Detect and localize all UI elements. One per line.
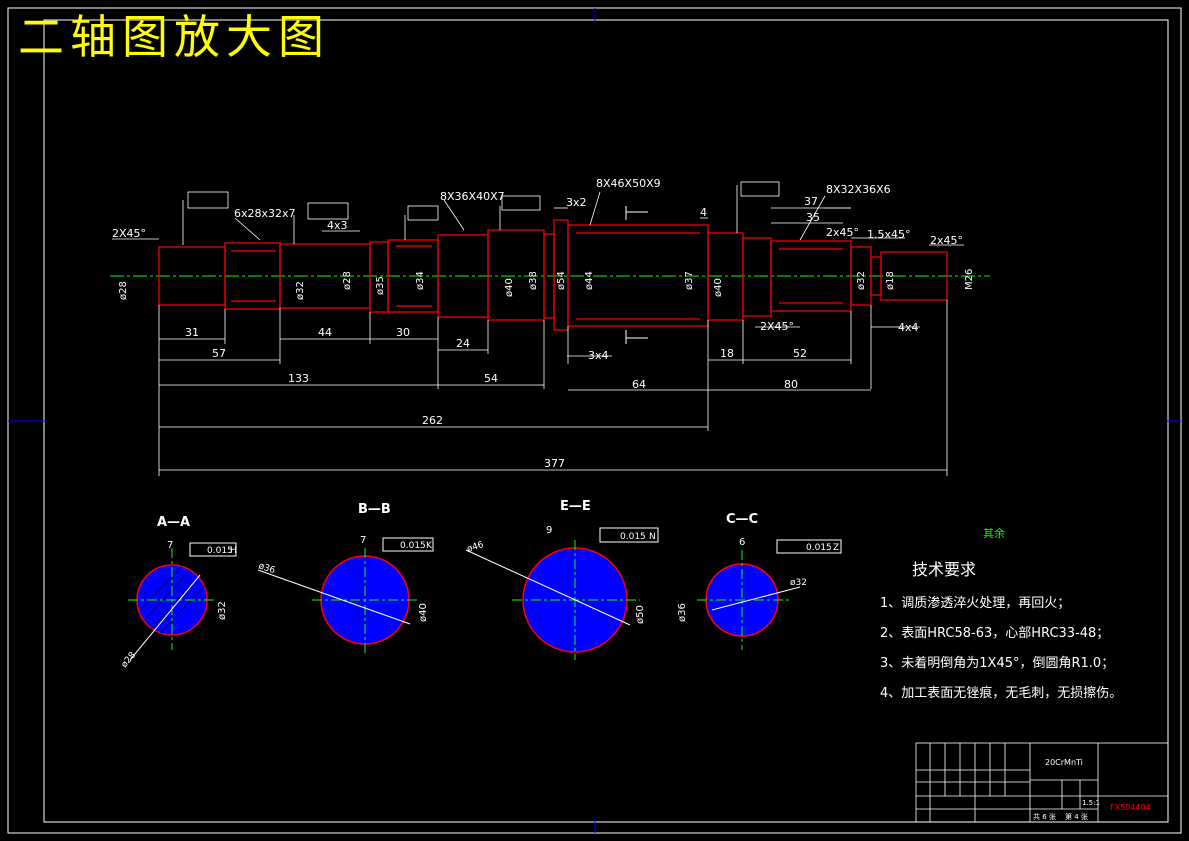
title-block-page: 第 4 张: [1065, 812, 1088, 821]
section-a: A—A 0.015 H 7 ø32 ø28: [120, 515, 237, 670]
section-e-outer: ø50: [635, 605, 646, 624]
label-len-37: 37: [804, 195, 818, 208]
dim-24: 24: [456, 337, 470, 350]
label-under-4x4: 4x4: [898, 321, 919, 334]
label-spline-left: 6x28x32x7: [234, 207, 296, 220]
label-chamfer-left: 2X45°: [112, 227, 146, 240]
shaft-outline: [158, 219, 948, 331]
label-step-4: 4: [700, 206, 707, 219]
dia-3: ø28: [342, 271, 353, 290]
label-groove-4x3: 4x3: [327, 219, 348, 232]
section-b: B—B 0.015 K 7 ø40 ø36: [257, 502, 434, 655]
label-spline-mid: 8X36X40X7: [440, 190, 505, 203]
dia-9: ø44: [584, 271, 595, 290]
section-b-width: 7: [360, 535, 366, 546]
section-c-datum: Z: [833, 543, 839, 553]
tech-requirement-2: 2、表面HRC58-63，心部HRC33-48；: [880, 626, 1110, 641]
section-b-inner: ø36: [257, 561, 276, 576]
section-c-outer: ø36: [677, 603, 688, 622]
section-marks: [625, 206, 648, 344]
dia-10: ø37: [684, 271, 695, 290]
label-chamfer-bottom: 2X45°: [760, 320, 794, 333]
page-title: 二轴图放大图: [18, 10, 330, 64]
dim-377: 377: [544, 457, 565, 470]
dim-44: 44: [318, 326, 332, 339]
title-block-sheet: 共 6 张: [1033, 812, 1056, 821]
diameter-labels: ø28 ø32 ø28 ø35 ø34 ø40 ø38 ø54 ø44 ø37 …: [118, 269, 975, 300]
label-groove-3x2: 3x2: [566, 196, 587, 209]
section-a-width: 7: [167, 540, 173, 551]
section-c-width: 6: [739, 537, 745, 548]
section-a-datum: H: [230, 546, 237, 556]
section-a-label: A—A: [157, 515, 190, 530]
tech-requirement-1: 1、调质渗透淬火处理，再回火；: [880, 596, 1071, 611]
dim-31: 31: [185, 326, 199, 339]
dia-1: ø28: [118, 281, 129, 300]
dia-7: ø38: [528, 271, 539, 290]
dia-8: ø54: [556, 271, 567, 290]
section-c-inner: ø32: [790, 578, 807, 588]
roughness-note: 其余: [983, 526, 1005, 540]
label-spline-right: 8X32X36X6: [826, 183, 891, 196]
section-b-tol: 0.015: [400, 541, 426, 551]
section-a-outer: ø32: [217, 601, 228, 620]
tech-requirement-3: 3、未着明倒角为1X45°，倒圆角R1.0；: [880, 656, 1115, 671]
section-e-tol: 0.015: [620, 532, 646, 542]
dia-6: ø40: [504, 278, 515, 297]
section-e: E—E 0.015 N 9 ø50 ø46: [465, 499, 659, 660]
dia-13: ø18: [885, 271, 896, 290]
dim-30: 30: [396, 326, 410, 339]
section-b-outer: ø40: [418, 603, 429, 622]
dim-52: 52: [793, 347, 807, 360]
label-spline-big: 8X46X50X9: [596, 177, 661, 190]
title-block-drawing-no: FX504404: [1110, 803, 1151, 812]
dia-5: ø34: [415, 271, 426, 290]
tech-requirements-heading: 技术要求: [912, 560, 977, 579]
label-len-35: 35: [806, 211, 820, 224]
dim-133: 133: [288, 372, 309, 385]
section-b-datum: K: [426, 541, 433, 551]
dim-57: 57: [212, 347, 226, 360]
label-under-3x4: 3x4: [588, 349, 609, 362]
dim-64: 64: [632, 378, 646, 391]
dimension-lines: [112, 207, 964, 476]
label-chamfer-right-b: 1.5x45°: [867, 228, 911, 241]
label-chamfer-right-a: 2x45°: [826, 226, 859, 239]
dim-54: 54: [484, 372, 498, 385]
section-b-label: B—B: [358, 502, 391, 517]
leader-lines: [182, 185, 826, 245]
dia-11: ø40: [713, 278, 724, 297]
section-e-label: E—E: [560, 499, 591, 514]
section-e-width: 9: [546, 525, 552, 536]
tech-requirements: 技术要求 1、调质渗透淬火处理，再回火； 2、表面HRC58-63，心部HRC3…: [880, 556, 1122, 712]
section-a-tol: 0.015: [207, 546, 233, 556]
dim-262: 262: [422, 414, 443, 427]
section-c-label: C—C: [726, 512, 758, 527]
dia-2: ø32: [295, 281, 306, 300]
dia-4: ø35: [375, 276, 386, 295]
title-block-material: 20CrMnTi: [1045, 758, 1083, 767]
tolerance-frames: [187, 181, 780, 221]
dim-80: 80: [784, 378, 798, 391]
section-c-tol: 0.015: [806, 543, 832, 553]
tech-requirement-4: 4、加工表面无锉痕，无毛刺，无损擦伤。: [880, 686, 1123, 701]
title-block-scale: 1.5:1: [1082, 799, 1100, 807]
shaft-labels: 6x28x32x7 8X36X40X7 8X46X50X9 8X32X36X6 …: [112, 177, 963, 470]
label-chamfer-right-c: 2x45°: [930, 234, 963, 247]
dim-18: 18: [720, 347, 734, 360]
section-c: C—C 0.015 Z 6 ø36 ø32: [677, 512, 842, 650]
dia-14: M26: [964, 269, 975, 290]
frame-center-marks: [8, 8, 1181, 833]
section-e-datum: N: [649, 532, 656, 542]
title-block: [915, 742, 1169, 823]
dia-12: ø32: [856, 271, 867, 290]
section-e-inner: ø46: [466, 540, 485, 555]
